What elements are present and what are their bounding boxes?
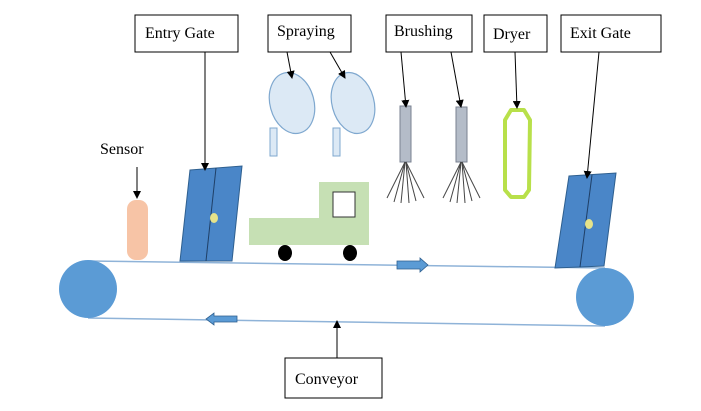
car xyxy=(249,182,369,261)
belt-direction-arrow-right xyxy=(396,257,429,273)
entry-gate-knob xyxy=(210,213,218,223)
dryer-label-text: Dryer xyxy=(493,26,531,43)
exit-gate-leader xyxy=(583,51,600,179)
spray-nozzle-right-pipe xyxy=(332,127,341,157)
brush-right-bristle xyxy=(449,161,462,203)
exit-gate-label: Exit Gate xyxy=(560,14,662,53)
exit-gate-knob xyxy=(585,219,593,229)
entry-gate-label-text: Entry Gate xyxy=(145,25,215,42)
right-pulley xyxy=(576,268,634,326)
entry-gate xyxy=(179,165,243,262)
car-rear-body xyxy=(249,218,321,245)
brushing-leader-right xyxy=(450,51,464,108)
conveyor-belt xyxy=(59,257,634,327)
brush-left-bristle xyxy=(400,161,406,204)
dryer-frame xyxy=(503,108,532,199)
brush-right-bristle xyxy=(461,161,473,202)
car-front-wheel xyxy=(343,245,357,261)
brush-right-bristle xyxy=(461,161,466,204)
sensor-label-text: Sensor xyxy=(100,141,144,158)
brush-left-bristle xyxy=(405,161,425,199)
conveyor-label-text: Conveyor xyxy=(295,371,359,388)
brush-left-bristle xyxy=(393,161,406,203)
belt-direction-arrow-left xyxy=(205,312,238,326)
spraying-leader-left xyxy=(286,51,295,79)
dryer-label: Dryer xyxy=(483,14,548,53)
car-rear-wheel xyxy=(278,245,292,261)
belt-top-line xyxy=(87,260,606,269)
entry-gate-label: Entry Gate xyxy=(134,14,239,53)
belt-bottom-line xyxy=(87,317,606,327)
dryer-leader xyxy=(512,51,521,109)
car-window xyxy=(332,191,356,218)
brushing-label-text: Brushing xyxy=(394,23,453,40)
spray-nozzle-left xyxy=(268,71,316,157)
spraying-leader-right xyxy=(329,51,346,79)
brush-left-bristle xyxy=(405,161,410,204)
brush-right-bristle xyxy=(456,161,462,204)
brushing-leader-left xyxy=(400,51,410,108)
spray-nozzle-right xyxy=(330,71,376,157)
brushing-label: Brushing xyxy=(385,14,473,53)
sensor-label: Sensor xyxy=(100,141,144,158)
exit-gate-label-text: Exit Gate xyxy=(570,25,631,42)
spray-nozzle-left-head xyxy=(268,71,316,135)
brush-left-bristle xyxy=(386,161,406,199)
brush-right-bristle xyxy=(461,161,481,199)
sensor-body xyxy=(127,200,148,260)
brush-right-handle xyxy=(455,106,468,163)
brush-right xyxy=(442,106,481,204)
exit-gate-panel xyxy=(554,172,617,269)
entry-gate-seam xyxy=(205,167,217,262)
brush-left-bristle xyxy=(405,161,417,202)
exit-gate xyxy=(554,172,617,269)
brush-right-bristle xyxy=(442,161,462,199)
brush-left-handle xyxy=(399,105,412,163)
spraying-label-text: Spraying xyxy=(277,23,335,40)
brush-left xyxy=(386,105,425,204)
spray-nozzle-left-pipe xyxy=(269,127,278,157)
left-pulley xyxy=(59,260,117,318)
dryer-unit xyxy=(503,108,532,199)
spraying-label: Spraying xyxy=(267,14,352,53)
sensor-device xyxy=(127,200,148,260)
conveyor-label: Conveyor xyxy=(284,357,383,399)
